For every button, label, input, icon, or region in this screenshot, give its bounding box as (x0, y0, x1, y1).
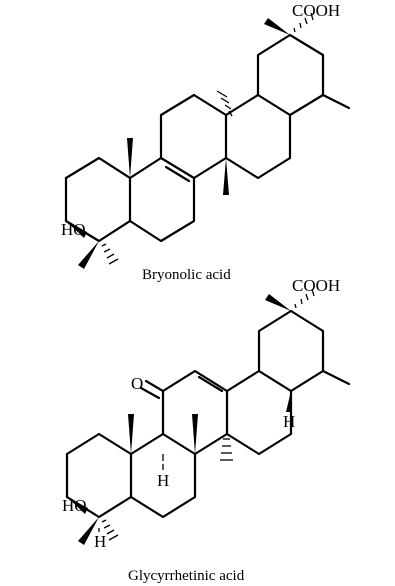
gly-c9-hydrogen-label: H (157, 471, 169, 490)
gly-c18-hydrogen-label: H (283, 412, 295, 431)
c3-hydroxyl-wedge (66, 221, 87, 238)
c20-carboxyl-hash (293, 12, 314, 33)
c10-methyl-wedge (127, 138, 133, 178)
gly-c18-h-wedge (286, 391, 292, 412)
c13-methyl-hash (216, 90, 233, 117)
gly-ketone-label: O (131, 374, 143, 393)
gly-c20-carboxyl-hash (294, 288, 315, 309)
bryonolic-acid-caption: Bryonolic acid (142, 267, 231, 283)
gly-c5-hydrogen-label: H (94, 532, 106, 551)
c4-methyl-wedge (78, 241, 99, 269)
gly-c4-methyl-hash (101, 519, 119, 541)
gly-c3-hydroxyl-wedge (67, 497, 88, 514)
gly-c4-methyl-wedge (78, 517, 99, 545)
gly-c8-methyl-wedge (192, 414, 198, 454)
c20-methyl-wedge (264, 18, 290, 35)
bryonolic-acid-structure: COOH HO Bryonolic acid (61, 1, 351, 283)
glycyrrhetinic-acid-structure: COOH O HO H H H Glycyrrhetinic acid (62, 276, 351, 584)
gly-c10-methyl-wedge (128, 414, 134, 454)
gly-c20-methyl-wedge (265, 294, 291, 311)
bryonolic-hydroxyl-label: HO (61, 220, 86, 239)
gly-c14-methyl-hash (220, 438, 233, 461)
gly-carboxyl-label: COOH (292, 276, 340, 295)
gly-hydroxyl-label: HO (62, 496, 87, 515)
c4-methyl-hash (101, 243, 119, 265)
c14-methyl-wedge (223, 158, 229, 195)
bryonolic-carboxyl-label: COOH (292, 1, 340, 20)
glycyrrhetinic-acid-caption: Glycyrrhetinic acid (128, 568, 245, 584)
